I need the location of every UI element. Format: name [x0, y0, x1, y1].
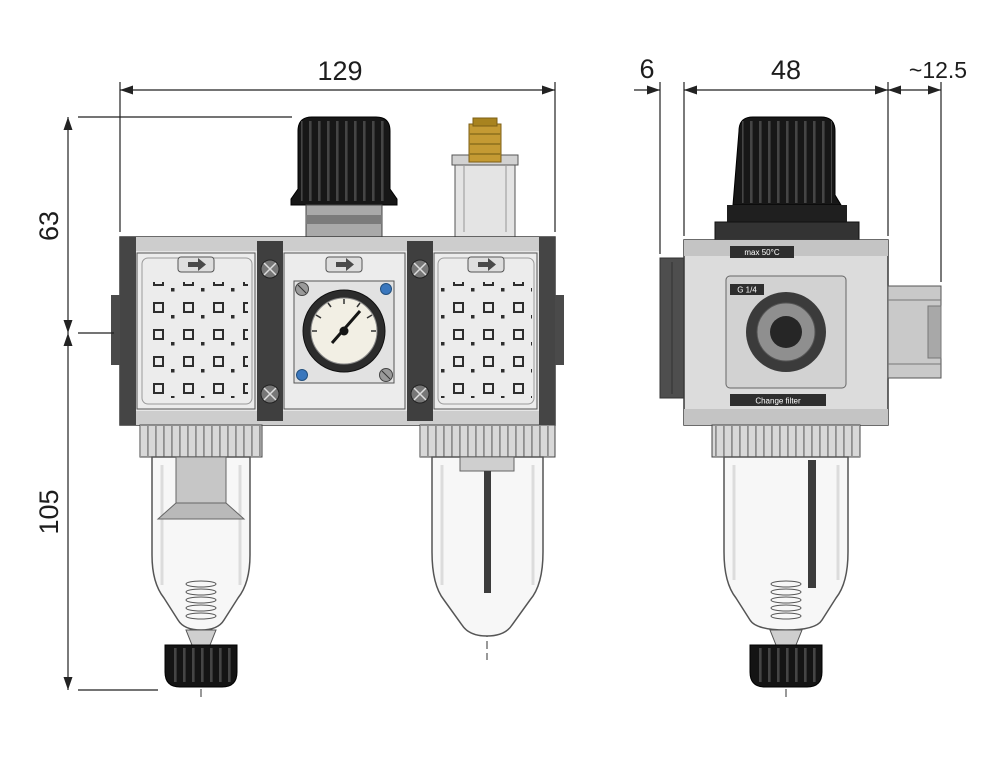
outlet-port-block	[887, 285, 942, 379]
gauge-ticks	[312, 299, 376, 332]
right-flange	[539, 237, 555, 425]
label-bar-port	[730, 284, 764, 295]
flow-arrow-icon	[177, 256, 215, 273]
inlet-port-tab	[111, 295, 120, 365]
flow-arrow-icon	[325, 256, 363, 273]
filter-deflector	[156, 502, 246, 520]
filter-vent-grid	[146, 282, 248, 398]
screw-icon	[410, 259, 430, 279]
gauge-hub	[339, 326, 349, 336]
drain-knob[interactable]	[164, 644, 238, 688]
service-note-label: Change filter	[755, 397, 801, 406]
screw-icon	[295, 282, 309, 296]
side-view: max 50°C G 1/4 Change filter	[659, 116, 942, 700]
port-size-label: G 1/4	[737, 286, 757, 295]
temp-rating-label: max 50°C	[744, 248, 779, 257]
dim-label-upper-height: 63	[34, 211, 64, 241]
flow-arrow-icon	[467, 256, 505, 273]
knob-collar-side	[714, 205, 860, 241]
dimension-side-widths: 6 48 ~12.5	[634, 54, 967, 282]
front-view	[111, 116, 564, 700]
dim-label-lower-height: 105	[34, 489, 64, 534]
dimension-front-heights: 63 105	[34, 116, 292, 691]
screw-icon	[260, 259, 280, 279]
adjust-screw-blue[interactable]	[296, 369, 308, 381]
port-bore	[770, 316, 802, 348]
regulator-knob[interactable]	[290, 116, 398, 206]
dim-label-side-width: 48	[771, 55, 801, 85]
filter-bowl	[139, 424, 263, 688]
pressure-gauge	[302, 289, 386, 373]
regulator-knob-side[interactable]	[732, 116, 842, 206]
knob-knurl	[301, 121, 387, 201]
screw-icon	[260, 384, 280, 404]
adjust-screw-blue[interactable]	[380, 283, 392, 295]
siphon-tube-side	[808, 460, 816, 588]
drain-spring	[185, 580, 217, 620]
screw-icon	[379, 368, 393, 382]
regulator-knob-collar	[305, 204, 383, 238]
lubricator-vent-grid	[441, 282, 532, 398]
screw-icon	[410, 384, 430, 404]
side-bowl	[711, 424, 861, 688]
frl-body	[111, 236, 564, 426]
outlet-port-tab	[555, 295, 564, 365]
dim-label-side-offset: 6	[639, 54, 654, 84]
siphon-tube	[484, 471, 491, 593]
lubricator-fill-cap[interactable]	[451, 117, 519, 238]
label-bar-service	[730, 394, 826, 406]
drain-knob-side[interactable]	[749, 644, 823, 688]
lubricator-bowl	[419, 424, 556, 637]
label-bar-temp	[730, 246, 794, 258]
filter-element	[175, 456, 227, 504]
dim-label-port-depth: ~12.5	[909, 57, 967, 83]
dimension-front-width: 129	[119, 56, 556, 232]
dim-label-front-width: 129	[317, 56, 362, 86]
left-flange	[120, 237, 136, 425]
drain-spring	[770, 580, 802, 620]
side-body: max 50°C G 1/4 Change filter	[683, 239, 889, 426]
